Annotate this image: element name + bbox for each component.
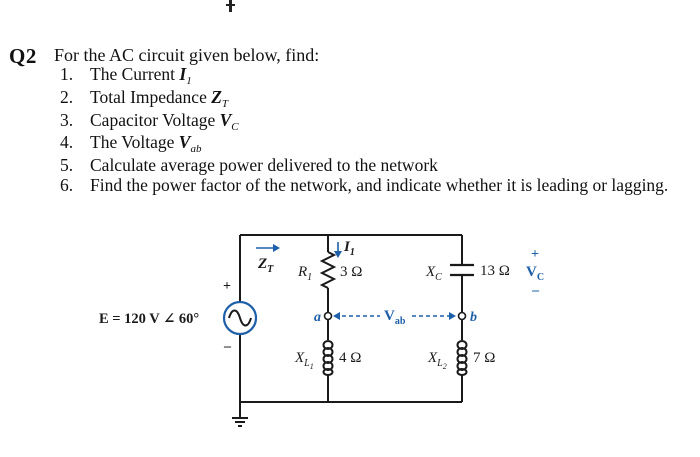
page-edge-mark bbox=[226, 0, 235, 12]
question-label: Q2 bbox=[9, 44, 37, 68]
resistor-r1-icon bbox=[319, 251, 337, 289]
xc-label: XC bbox=[425, 264, 442, 283]
question-item: 2.Total Impedance ZT bbox=[60, 86, 229, 110]
ground-icon bbox=[232, 417, 248, 427]
question-item: 4.The Voltage Vab bbox=[60, 132, 202, 156]
vab-label: Vab bbox=[384, 308, 406, 327]
xc-value: 13 Ω bbox=[480, 263, 510, 279]
question-item: 5.Calculate average power delivered to t… bbox=[60, 155, 438, 176]
inductor-xl2-icon bbox=[456, 340, 468, 376]
inductor-xl1-icon bbox=[322, 340, 334, 376]
source-minus: – bbox=[223, 339, 232, 354]
r1-label: R1 bbox=[297, 264, 312, 283]
capacitor-xc-icon bbox=[450, 263, 474, 277]
zt-arrow-icon bbox=[256, 244, 280, 252]
circuit-diagram: ZT I1 R1 3 Ω XC 13 Ω + VC – + – E = 120 … bbox=[99, 234, 544, 427]
xl1-label: XL1 bbox=[294, 350, 314, 371]
vc-minus: – bbox=[531, 283, 540, 298]
question-intro: For the AC circuit given below, find: bbox=[54, 45, 320, 65]
xl2-value: 7 Ω bbox=[473, 350, 495, 366]
i1-arrow-icon bbox=[334, 242, 342, 258]
zt-label: ZT bbox=[257, 256, 274, 275]
ac-source-icon bbox=[222, 300, 258, 336]
source-label: E = 120 V ∠ 60° bbox=[99, 311, 199, 327]
xl1-value: 4 Ω bbox=[339, 350, 361, 366]
question-list: 1.The Current I1 2.Total Impedance ZT 3.… bbox=[60, 64, 669, 196]
xl2-label: XL2 bbox=[427, 350, 447, 371]
i1-label: I1 bbox=[343, 239, 355, 258]
question-item: 3.Capacitor Voltage VC bbox=[60, 109, 239, 133]
vab-arrow bbox=[333, 312, 456, 320]
question-item: 6.Find the power factor of the network, … bbox=[60, 174, 669, 195]
node-a-label: a bbox=[314, 310, 321, 325]
node-b-label: b bbox=[470, 310, 477, 325]
node-a-dot bbox=[323, 311, 333, 321]
node-b-dot bbox=[457, 311, 467, 321]
question-item: 1.The Current I1 bbox=[60, 64, 192, 87]
vc-label: VC bbox=[526, 264, 544, 283]
vc-plus: + bbox=[531, 247, 539, 262]
source-plus: + bbox=[223, 279, 231, 294]
r1-value: 3 Ω bbox=[340, 264, 362, 280]
